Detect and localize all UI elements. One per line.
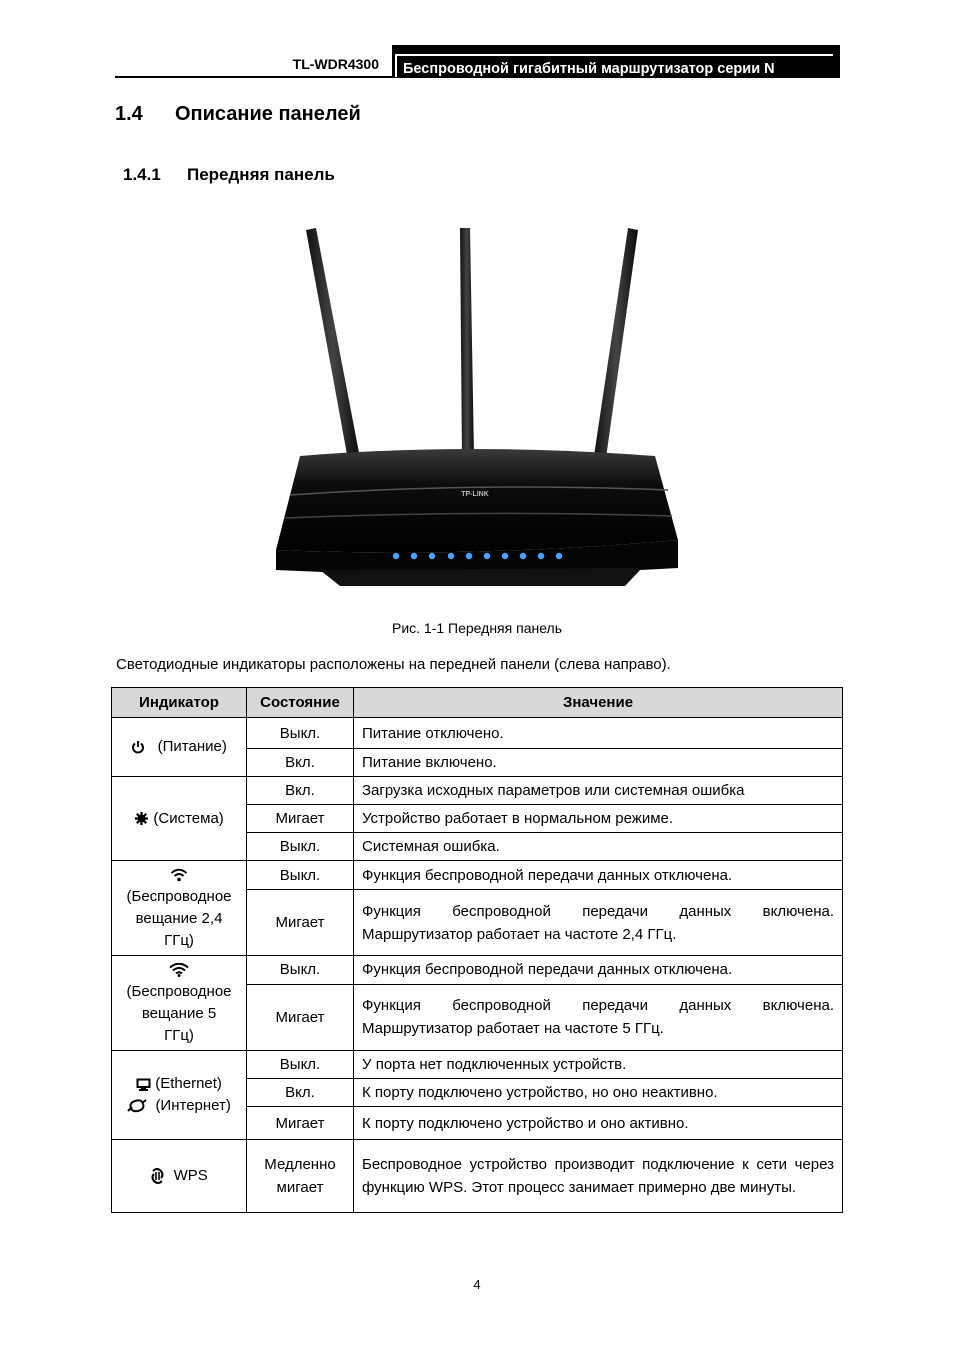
state-cell: Вкл.	[246, 748, 354, 777]
indicator-label: (Питание)	[157, 738, 227, 755]
intro-paragraph: Светодиодные индикаторы расположены на п…	[116, 656, 671, 673]
table-row: (Ethernet) (Интернет) Выкл. У порта нет …	[111, 1050, 843, 1140]
state-cell: Вкл.	[246, 776, 354, 805]
table-row: (Система) Вкл. Загрузка исходных парамет…	[111, 776, 843, 861]
state-cell: Мигает	[246, 889, 354, 956]
figure-caption: Рис. 1-1 Передняя панель	[391, 620, 562, 636]
state-cell: Выкл.	[246, 1050, 354, 1079]
table-row: (Беспроводное вещание 2,4 ГГц) Выкл. Фун…	[111, 859, 843, 956]
section-number: 1.4	[115, 103, 143, 125]
subsection-heading: 1.4.1 Передняя панель	[123, 165, 335, 185]
header-rule	[115, 76, 392, 78]
wireless-icon	[170, 868, 188, 882]
antenna-center	[460, 228, 474, 458]
meaning-cell: К порту подключено устройство, но оно не…	[353, 1078, 843, 1107]
subsection-number: 1.4.1	[123, 165, 161, 184]
system-gear-icon	[135, 811, 149, 826]
table-row: (Беспроводное вещание 5 ГГц) Выкл. Функц…	[111, 955, 843, 1051]
meaning-cell: Питание отключено.	[353, 717, 843, 749]
table-row: (Питание) Выкл. Питание отключено.	[111, 717, 843, 777]
wps-icon	[151, 1168, 164, 1185]
meaning-cell: Беспроводное устройство производит подкл…	[353, 1139, 843, 1213]
table-row: Мигает Устройство работает в нормальном …	[112, 804, 843, 833]
router-body	[276, 449, 678, 553]
wireless-icon	[169, 963, 189, 978]
router-front-image: TP-LINK	[276, 228, 678, 586]
state-cell: Мигает	[246, 983, 354, 1052]
power-icon	[132, 741, 145, 754]
indicator-label: (Беспроводное	[126, 888, 232, 905]
header-model: TL-WDR4300	[292, 56, 379, 72]
indicator-cell: (Питание)	[111, 717, 247, 777]
indicator-cell: WPS	[111, 1139, 247, 1213]
section-title: Описание панелей	[175, 103, 361, 125]
antenna-right	[594, 228, 638, 458]
indicator-cell: (Система)	[111, 776, 247, 861]
state-cell: Выкл.	[246, 955, 354, 985]
header-series: Беспроводной гигабитный маршрутизатор се…	[395, 54, 833, 77]
led-row	[392, 552, 563, 560]
indicator-label: WPS	[173, 1167, 208, 1184]
state-cell: Мигает	[246, 1106, 354, 1140]
brand-logo: TP-LINK	[461, 491, 489, 498]
state-cell: Мигает	[246, 804, 354, 833]
column-header: Значение	[353, 687, 843, 718]
state-cell: Выкл.	[246, 832, 354, 861]
state-cell: Медленно мигает	[246, 1139, 354, 1213]
meaning-cell: У порта нет подключенных устройств.	[353, 1050, 843, 1079]
indicator-label: вещание 5	[141, 1005, 217, 1022]
table-row: Мигает К порту подключено устройство и о…	[112, 1106, 843, 1140]
meaning-cell: Функция беспроводной передачи данных вкл…	[353, 983, 843, 1052]
indicator-label: (Беспроводное	[126, 983, 232, 1000]
indicator-label: (Интернет)	[155, 1097, 231, 1114]
indicator-label: ГГц)	[164, 1027, 194, 1044]
indicator-cell: (Беспроводное вещание 2,4 ГГц)	[111, 860, 247, 956]
subsection-title: Передняя панель	[187, 165, 335, 184]
meaning-cell: Системная ошибка.	[353, 832, 843, 861]
column-header: Состояние	[246, 687, 354, 718]
section-heading: 1.4 Описание панелей	[115, 103, 361, 126]
meaning-cell: Функция беспроводной передачи данных отк…	[353, 859, 843, 891]
state-line: Медленно	[264, 1156, 336, 1173]
internet-icon	[127, 1099, 147, 1113]
indicator-cell: (Ethernet) (Интернет)	[111, 1050, 247, 1140]
table-row: Мигает Функция беспроводной передачи дан…	[112, 889, 843, 956]
header-series-box: Беспроводной гигабитный маршрутизатор се…	[392, 45, 840, 78]
meaning-cell: Устройство работает в нормальном режиме.	[353, 804, 843, 833]
meaning-cell: Загрузка исходных параметров или системн…	[353, 776, 843, 805]
meaning-cell: Функция беспроводной передачи данных вкл…	[353, 889, 843, 956]
state-cell: Вкл.	[246, 1078, 354, 1107]
ethernet-icon	[136, 1078, 151, 1091]
table-header-row: Индикатор Состояние Значение	[111, 687, 843, 718]
indicator-cell: (Беспроводное вещание 5 ГГц)	[111, 955, 247, 1051]
indicator-label: вещание 2,4	[135, 910, 223, 927]
table-row: WPS Медленно мигает Беспроводное устройст…	[111, 1139, 843, 1213]
page-number: 4	[473, 1277, 481, 1292]
state-line: мигает	[276, 1179, 324, 1196]
antenna-left	[306, 228, 360, 460]
indicator-label: ГГц)	[164, 932, 194, 949]
column-header: Индикатор	[111, 687, 247, 718]
meaning-cell: Питание включено.	[353, 748, 843, 777]
led-table: Индикатор Состояние Значение (Питание) В…	[111, 687, 843, 1213]
meaning-cell: Функция беспроводной передачи данных отк…	[353, 955, 843, 985]
indicator-label: (Система)	[153, 809, 224, 827]
table-row: Мигает Функция беспроводной передачи дан…	[112, 983, 843, 1052]
state-cell: Выкл.	[246, 717, 354, 749]
meaning-cell: К порту подключено устройство и оно акти…	[353, 1106, 843, 1140]
indicator-label: (Ethernet)	[155, 1075, 222, 1092]
table-row: Выкл. Системная ошибка.	[112, 832, 843, 861]
state-cell: Выкл.	[246, 859, 354, 891]
